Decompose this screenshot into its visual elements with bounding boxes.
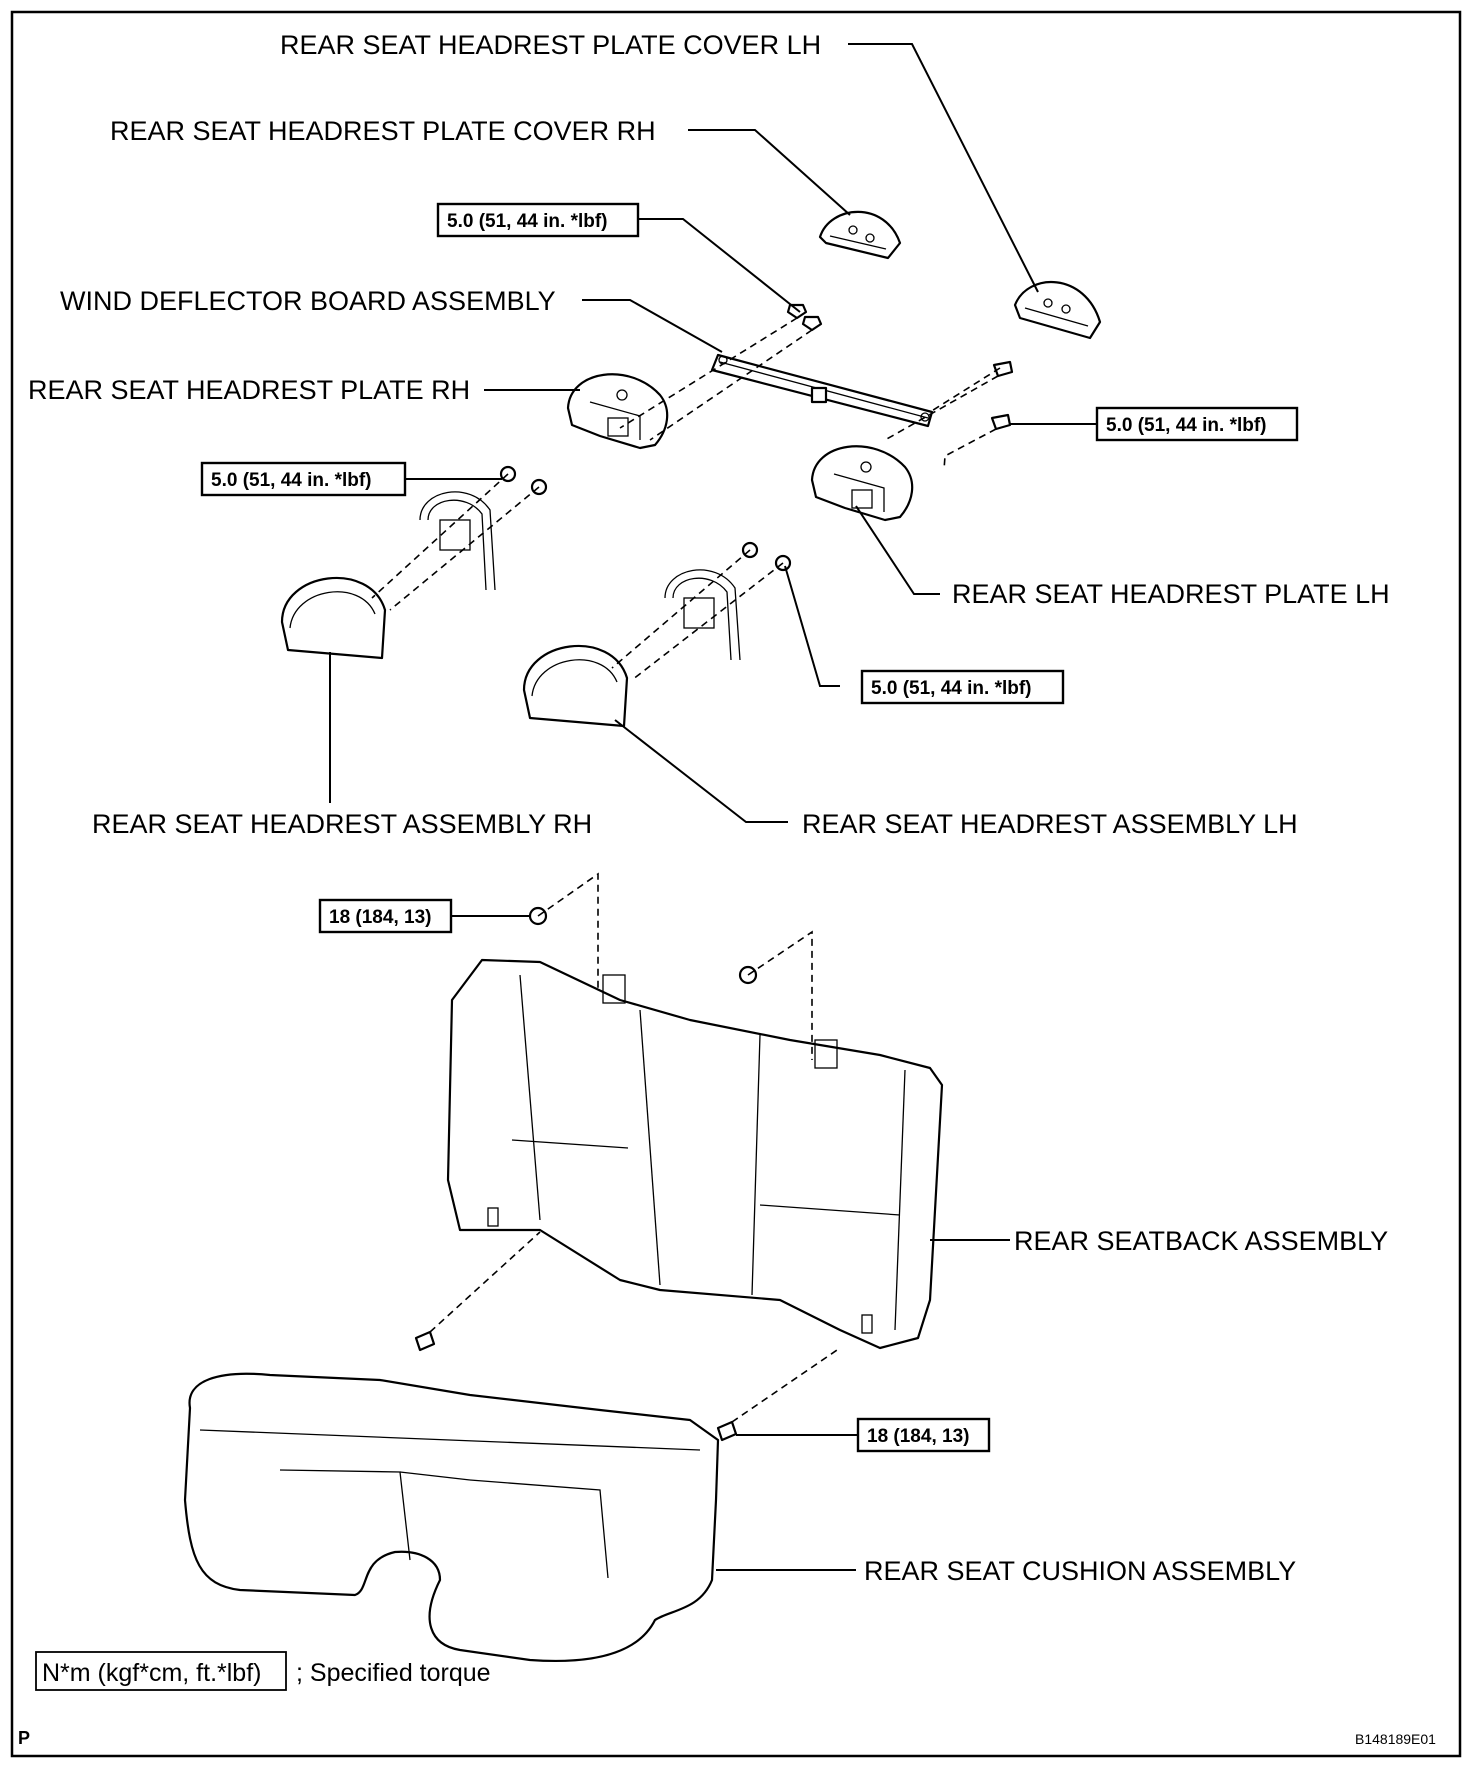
torque-deflector-bolt-upper-text: 5.0 (51, 44 in. *lbf) [447, 211, 608, 232]
figure-id: B148189E01 [1355, 1731, 1436, 1747]
torque-legend: N*m (kgf*cm, ft.*lbf) ; Specified torque [35, 1651, 491, 1691]
torque-headrest-nut-rh: 5.0 (51, 44 in. *lbf) [200, 461, 407, 497]
headrest-plate-rh-part [566, 373, 669, 450]
deflector-bolts-right-part [990, 360, 1014, 431]
leader-lines [329, 43, 1097, 1571]
label-headrest-assembly-lh: REAR SEAT HEADREST ASSEMBLY LH [802, 809, 1298, 839]
seatback-part [446, 958, 944, 1350]
label-seatback-assembly: REAR SEATBACK ASSEMBLY [1014, 1226, 1388, 1256]
torque-seatback-bolt-text: 18 (184, 13) [867, 1426, 969, 1447]
installation-lines [371, 317, 1001, 1423]
torque-seatback-nut-text: 18 (184, 13) [329, 907, 431, 928]
torque-headrest-nut-rh-text: 5.0 (51, 44 in. *lbf) [211, 470, 372, 491]
seat-cushion-part [183, 1372, 720, 1663]
figure-frame [10, 10, 1462, 1758]
label-headrest-plate-cover-rh: REAR SEAT HEADREST PLATE COVER RH [110, 116, 656, 146]
torque-seatback-bolt: 18 (184, 13) [856, 1417, 991, 1453]
label-headrest-plate-lh: REAR SEAT HEADREST PLATE LH [952, 579, 1390, 609]
torque-headrest-nut-lh-text: 5.0 (51, 44 in. *lbf) [871, 678, 1032, 699]
torque-seatback-nut: 18 (184, 13) [318, 898, 453, 934]
torque-deflector-bolt-upper: 5.0 (51, 44 in. *lbf) [436, 202, 640, 238]
label-headrest-assembly-rh: REAR SEAT HEADREST ASSEMBLY RH [92, 809, 592, 839]
label-headrest-plate-rh: REAR SEAT HEADREST PLATE RH [28, 375, 470, 405]
headrest-plate-cover-lh-part [1013, 280, 1102, 340]
torque-deflector-bolt-right: 5.0 (51, 44 in. *lbf) [1095, 406, 1299, 442]
label-wind-deflector-board: WIND DEFLECTOR BOARD ASSEMBLY [60, 286, 556, 316]
torque-deflector-bolt-right-text: 5.0 (51, 44 in. *lbf) [1106, 415, 1267, 436]
torque-headrest-nut-lh: 5.0 (51, 44 in. *lbf) [860, 669, 1065, 705]
label-seat-cushion-assembly: REAR SEAT CUSHION ASSEMBLY [864, 1556, 1296, 1586]
footer-left-mark: P [18, 1728, 30, 1748]
headrest-plate-cover-rh-part [818, 210, 902, 260]
seatback-fasteners-part [414, 906, 758, 1442]
headrest-rh-part [280, 491, 496, 660]
wind-deflector-board-part [710, 353, 934, 428]
legend-description: ; Specified torque [296, 1659, 491, 1687]
legend-unit-text: N*m (kgf*cm, ft.*lbf) [42, 1659, 261, 1687]
headrest-plate-lh-part [810, 445, 914, 522]
headrest-nuts-part [499, 465, 792, 572]
label-headrest-plate-cover-lh: REAR SEAT HEADREST PLATE COVER LH [280, 30, 821, 60]
deflector-bolts-upper-part [786, 303, 823, 332]
headrest-lh-part [522, 569, 741, 728]
